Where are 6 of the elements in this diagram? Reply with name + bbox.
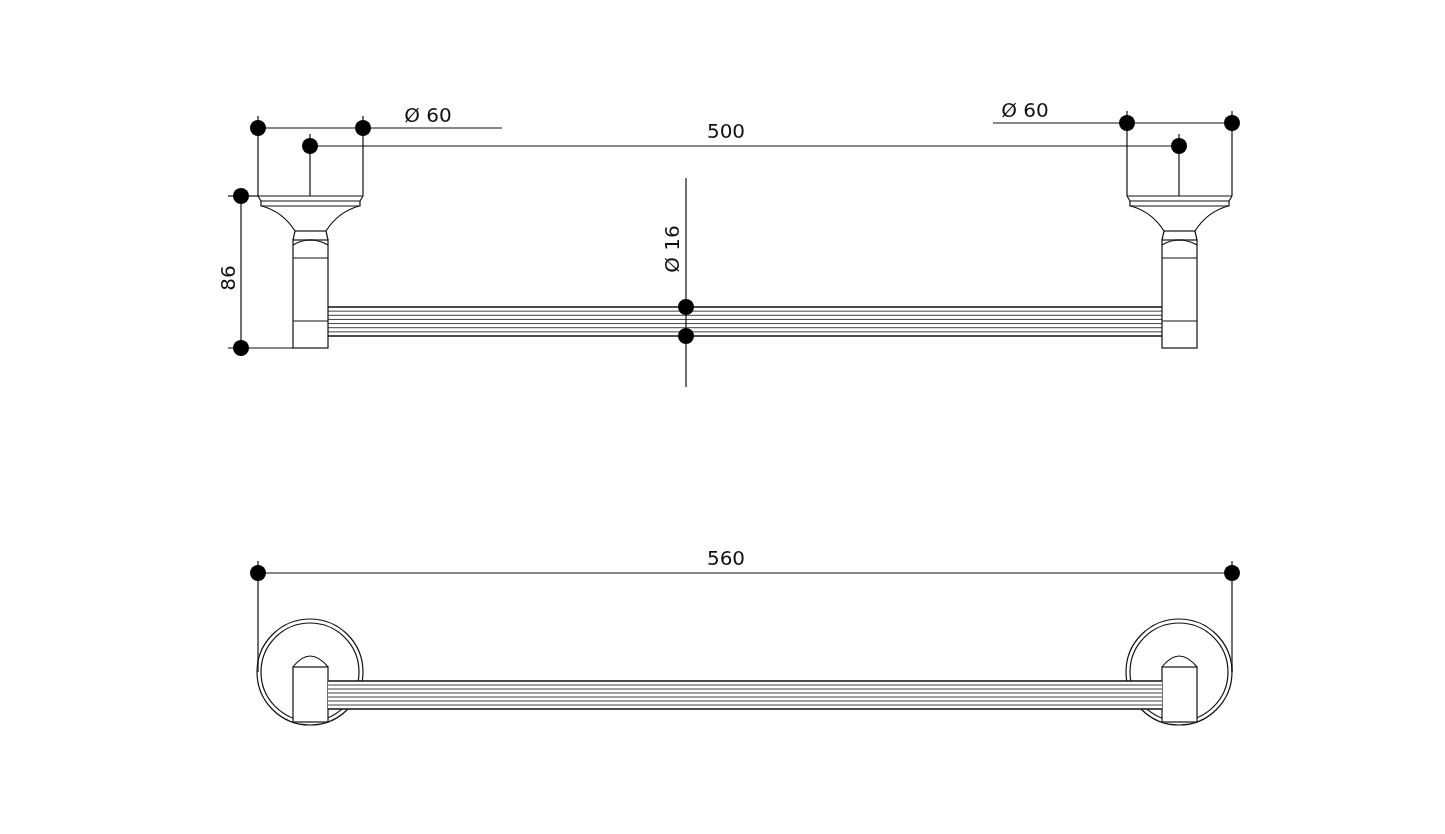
- dimension-label: Ø 60: [1001, 100, 1049, 120]
- dimension-label: 86: [218, 265, 238, 291]
- dimension-label: 500: [706, 121, 746, 141]
- dimension-label: Ø 60: [404, 105, 452, 125]
- dimension-label: 560: [706, 548, 746, 568]
- dimension-label: Ø 16: [662, 225, 682, 273]
